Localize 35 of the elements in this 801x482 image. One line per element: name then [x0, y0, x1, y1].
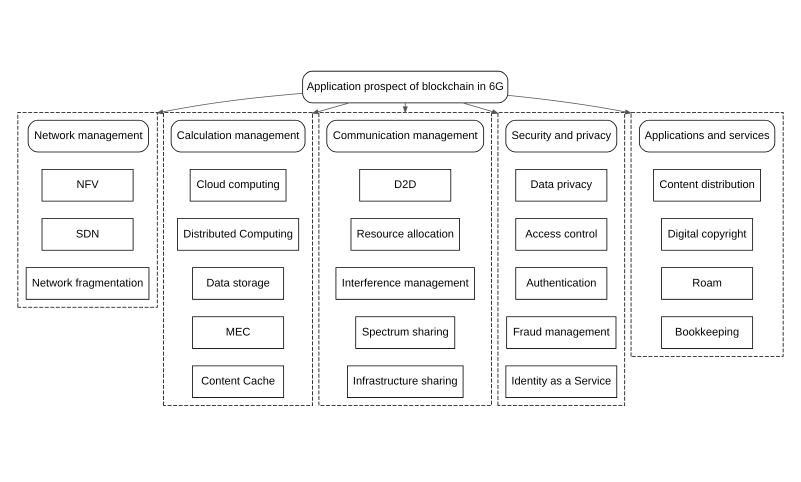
node-box: Data storage	[192, 266, 284, 300]
node-box: Cloud computing	[190, 168, 286, 201]
cluster	[498, 111, 626, 406]
node-box: Digital copyright	[661, 218, 754, 250]
node-box: Authentication	[515, 266, 608, 300]
node-box: Identity as a Service	[505, 364, 618, 398]
node-box: Distributed Computing	[177, 218, 300, 250]
node-box: Network fragmentation	[26, 266, 150, 300]
node-box: Data privacy	[515, 168, 608, 201]
node-box: Interference management	[336, 266, 475, 300]
node-box: Roam	[661, 266, 754, 300]
arrow	[156, 92, 303, 114]
cluster	[630, 111, 784, 356]
cluster	[17, 111, 158, 308]
arrow	[508, 94, 632, 114]
node-box: Security and privacy	[505, 119, 618, 152]
node-box: Resource allocation	[350, 218, 460, 250]
node-box: Applications and services	[638, 119, 776, 152]
node-box: MEC	[192, 316, 284, 348]
node-box: Fraud management	[506, 316, 616, 348]
cluster	[163, 111, 313, 406]
node-box: Content Cache	[192, 364, 284, 398]
node-box: SDN	[42, 218, 134, 250]
node-box: Calculation management	[170, 119, 306, 152]
node-box: Spectrum sharing	[355, 316, 456, 348]
node-box: D2D	[359, 168, 452, 201]
node-box: Infrastructure sharing	[347, 364, 464, 398]
node-box: Application prospect of blockchain in 6G	[302, 70, 508, 103]
node-box: Bookkeeping	[661, 316, 754, 348]
node-box: Communication management	[326, 119, 484, 152]
node-box: Content distribution	[653, 168, 761, 201]
node-box: NFV	[42, 168, 134, 201]
node-box: Access control	[515, 218, 608, 250]
cluster	[318, 111, 492, 406]
node-box: Network management	[28, 119, 149, 152]
